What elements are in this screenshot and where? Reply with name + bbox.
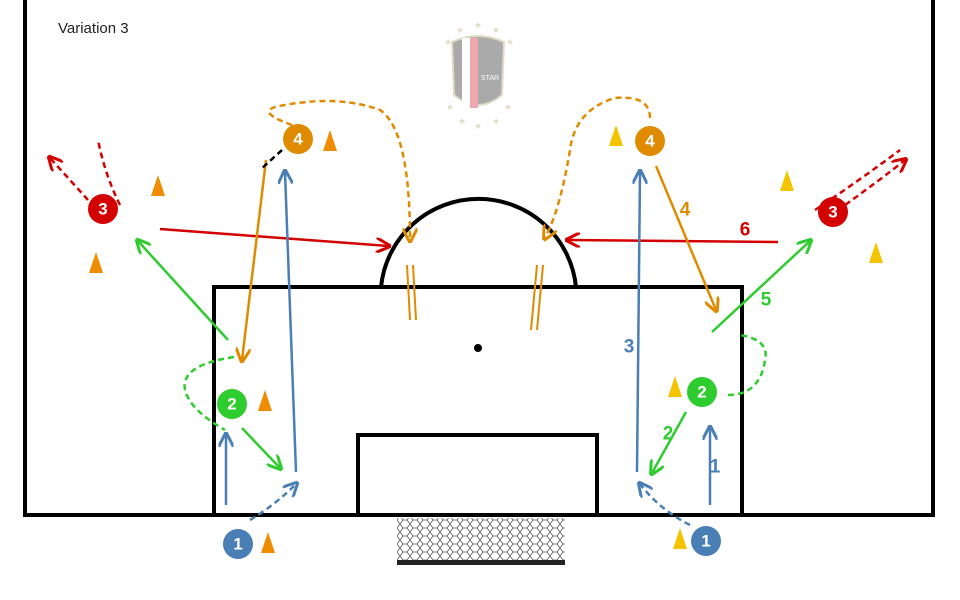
svg-text:★: ★: [506, 37, 514, 47]
sequence-label: 6: [740, 220, 751, 241]
svg-text:★: ★: [474, 20, 482, 30]
goal-net: [397, 518, 565, 565]
penalty-spot: [474, 344, 482, 352]
svg-text:★: ★: [492, 116, 500, 126]
sequence-label: 4: [680, 200, 691, 221]
player-red-3-right: 3: [818, 197, 848, 227]
svg-text:★: ★: [446, 102, 454, 112]
svg-text:1: 1: [233, 535, 242, 554]
player-green-2-left: 2: [217, 389, 247, 419]
player-red-3-left: 3: [88, 194, 118, 224]
svg-text:★: ★: [456, 25, 464, 35]
svg-text:★: ★: [458, 116, 466, 126]
svg-text:★: ★: [504, 102, 512, 112]
club-logo: STAR ★ ★ ★ ★ ★ ★ ★ ★ ★ ★: [444, 20, 514, 131]
svg-text:★: ★: [444, 37, 452, 47]
sequence-label: 3: [624, 337, 635, 358]
diagram-title: Variation 3: [58, 20, 129, 37]
svg-text:4: 4: [293, 130, 303, 149]
logo-text: STAR: [481, 75, 499, 82]
player-green-2-right: 2: [687, 377, 717, 407]
sequence-label: 2: [663, 424, 674, 445]
svg-text:1: 1: [701, 532, 710, 551]
pitch-lines: [23, 0, 935, 517]
cones: [89, 125, 883, 553]
player-blue-1-left: 1: [223, 529, 253, 559]
sequence-label: 1: [710, 457, 721, 478]
svg-text:★: ★: [474, 121, 482, 131]
svg-text:2: 2: [227, 395, 236, 414]
svg-text:3: 3: [98, 200, 107, 219]
player-blue-1-right: 1: [691, 526, 721, 556]
svg-text:4: 4: [645, 132, 655, 151]
svg-text:★: ★: [492, 25, 500, 35]
svg-text:2: 2: [697, 383, 706, 402]
sequence-label: 5: [761, 290, 772, 311]
player-orange-4-left: 4: [283, 124, 313, 154]
player-orange-4-right: 4: [635, 126, 665, 156]
movement-arrows: [50, 96, 905, 527]
svg-text:3: 3: [828, 203, 837, 222]
